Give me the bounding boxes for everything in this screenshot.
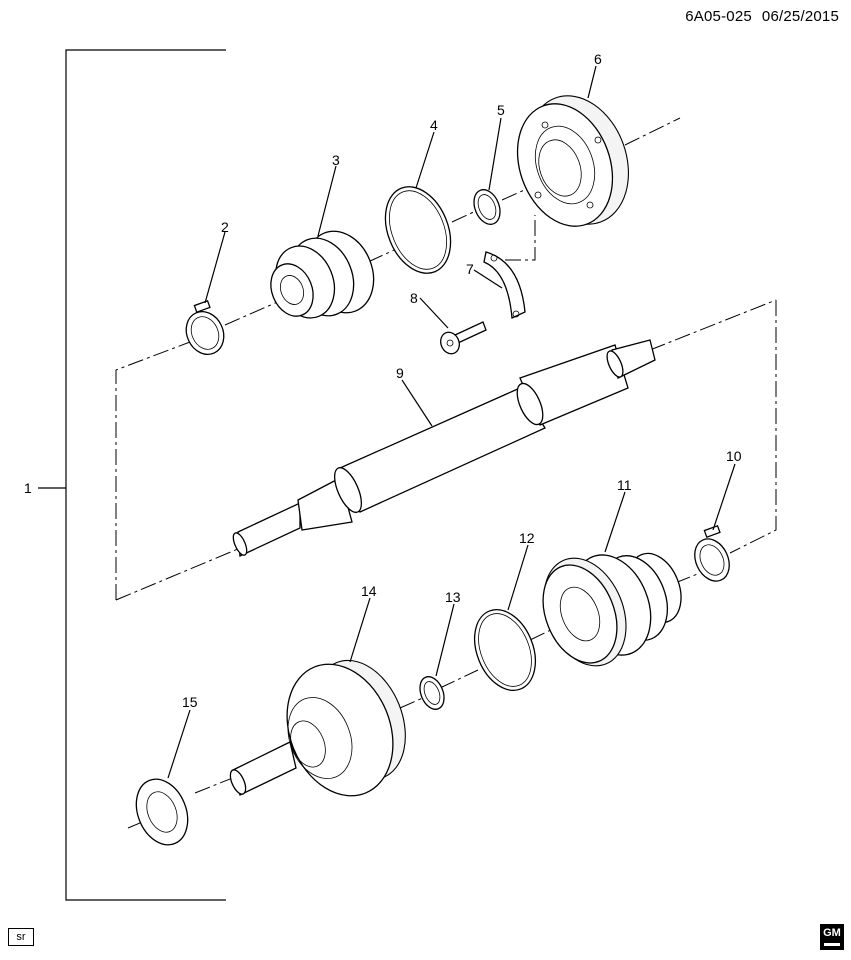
callout-4: 4 — [430, 117, 438, 133]
part-15-washer — [135, 778, 189, 846]
callout-14: 14 — [361, 583, 377, 599]
part-2-clamp — [185, 299, 225, 355]
part-13-snap-ring — [419, 676, 445, 710]
part-3-boot — [270, 230, 375, 319]
part-4-ring — [384, 186, 452, 274]
callout-10: 10 — [726, 448, 742, 464]
callout-6: 6 — [594, 51, 602, 67]
callout-2: 2 — [221, 219, 229, 235]
diagram-header: 6A05-025 06/25/2015 — [685, 8, 839, 25]
part-12-ring — [473, 609, 537, 691]
callout-13: 13 — [445, 589, 461, 605]
callout-9: 9 — [396, 365, 404, 381]
part-9-shaft — [232, 339, 656, 557]
gm-logo-icon: GM — [820, 924, 844, 950]
assembly-bracket — [38, 49, 226, 901]
callout-12: 12 — [519, 530, 535, 546]
sr-badge: sr — [8, 928, 34, 946]
callout-11: 11 — [617, 477, 632, 493]
callout-3: 3 — [332, 152, 340, 168]
part-5-snap-ring — [473, 189, 501, 225]
diagram-ref-code: 6A05-025 — [685, 8, 752, 25]
callout-8: 8 — [410, 290, 418, 306]
centerlines — [115, 117, 777, 829]
gm-logo-text: GM — [823, 927, 841, 939]
leader-lines — [167, 65, 736, 779]
part-10-clamp — [694, 524, 730, 582]
callout-1: 1 — [24, 480, 32, 496]
diagram-date: 06/25/2015 — [761, 8, 839, 25]
part-7-retainer — [483, 251, 526, 319]
part-14-cv-joint — [229, 659, 406, 797]
callout-15: 15 — [182, 694, 198, 710]
part-6-housing — [516, 95, 629, 227]
part-11-boot — [542, 552, 682, 667]
callout-7: 7 — [466, 261, 474, 277]
callout-5: 5 — [497, 102, 505, 118]
part-8-bolt — [440, 321, 487, 355]
